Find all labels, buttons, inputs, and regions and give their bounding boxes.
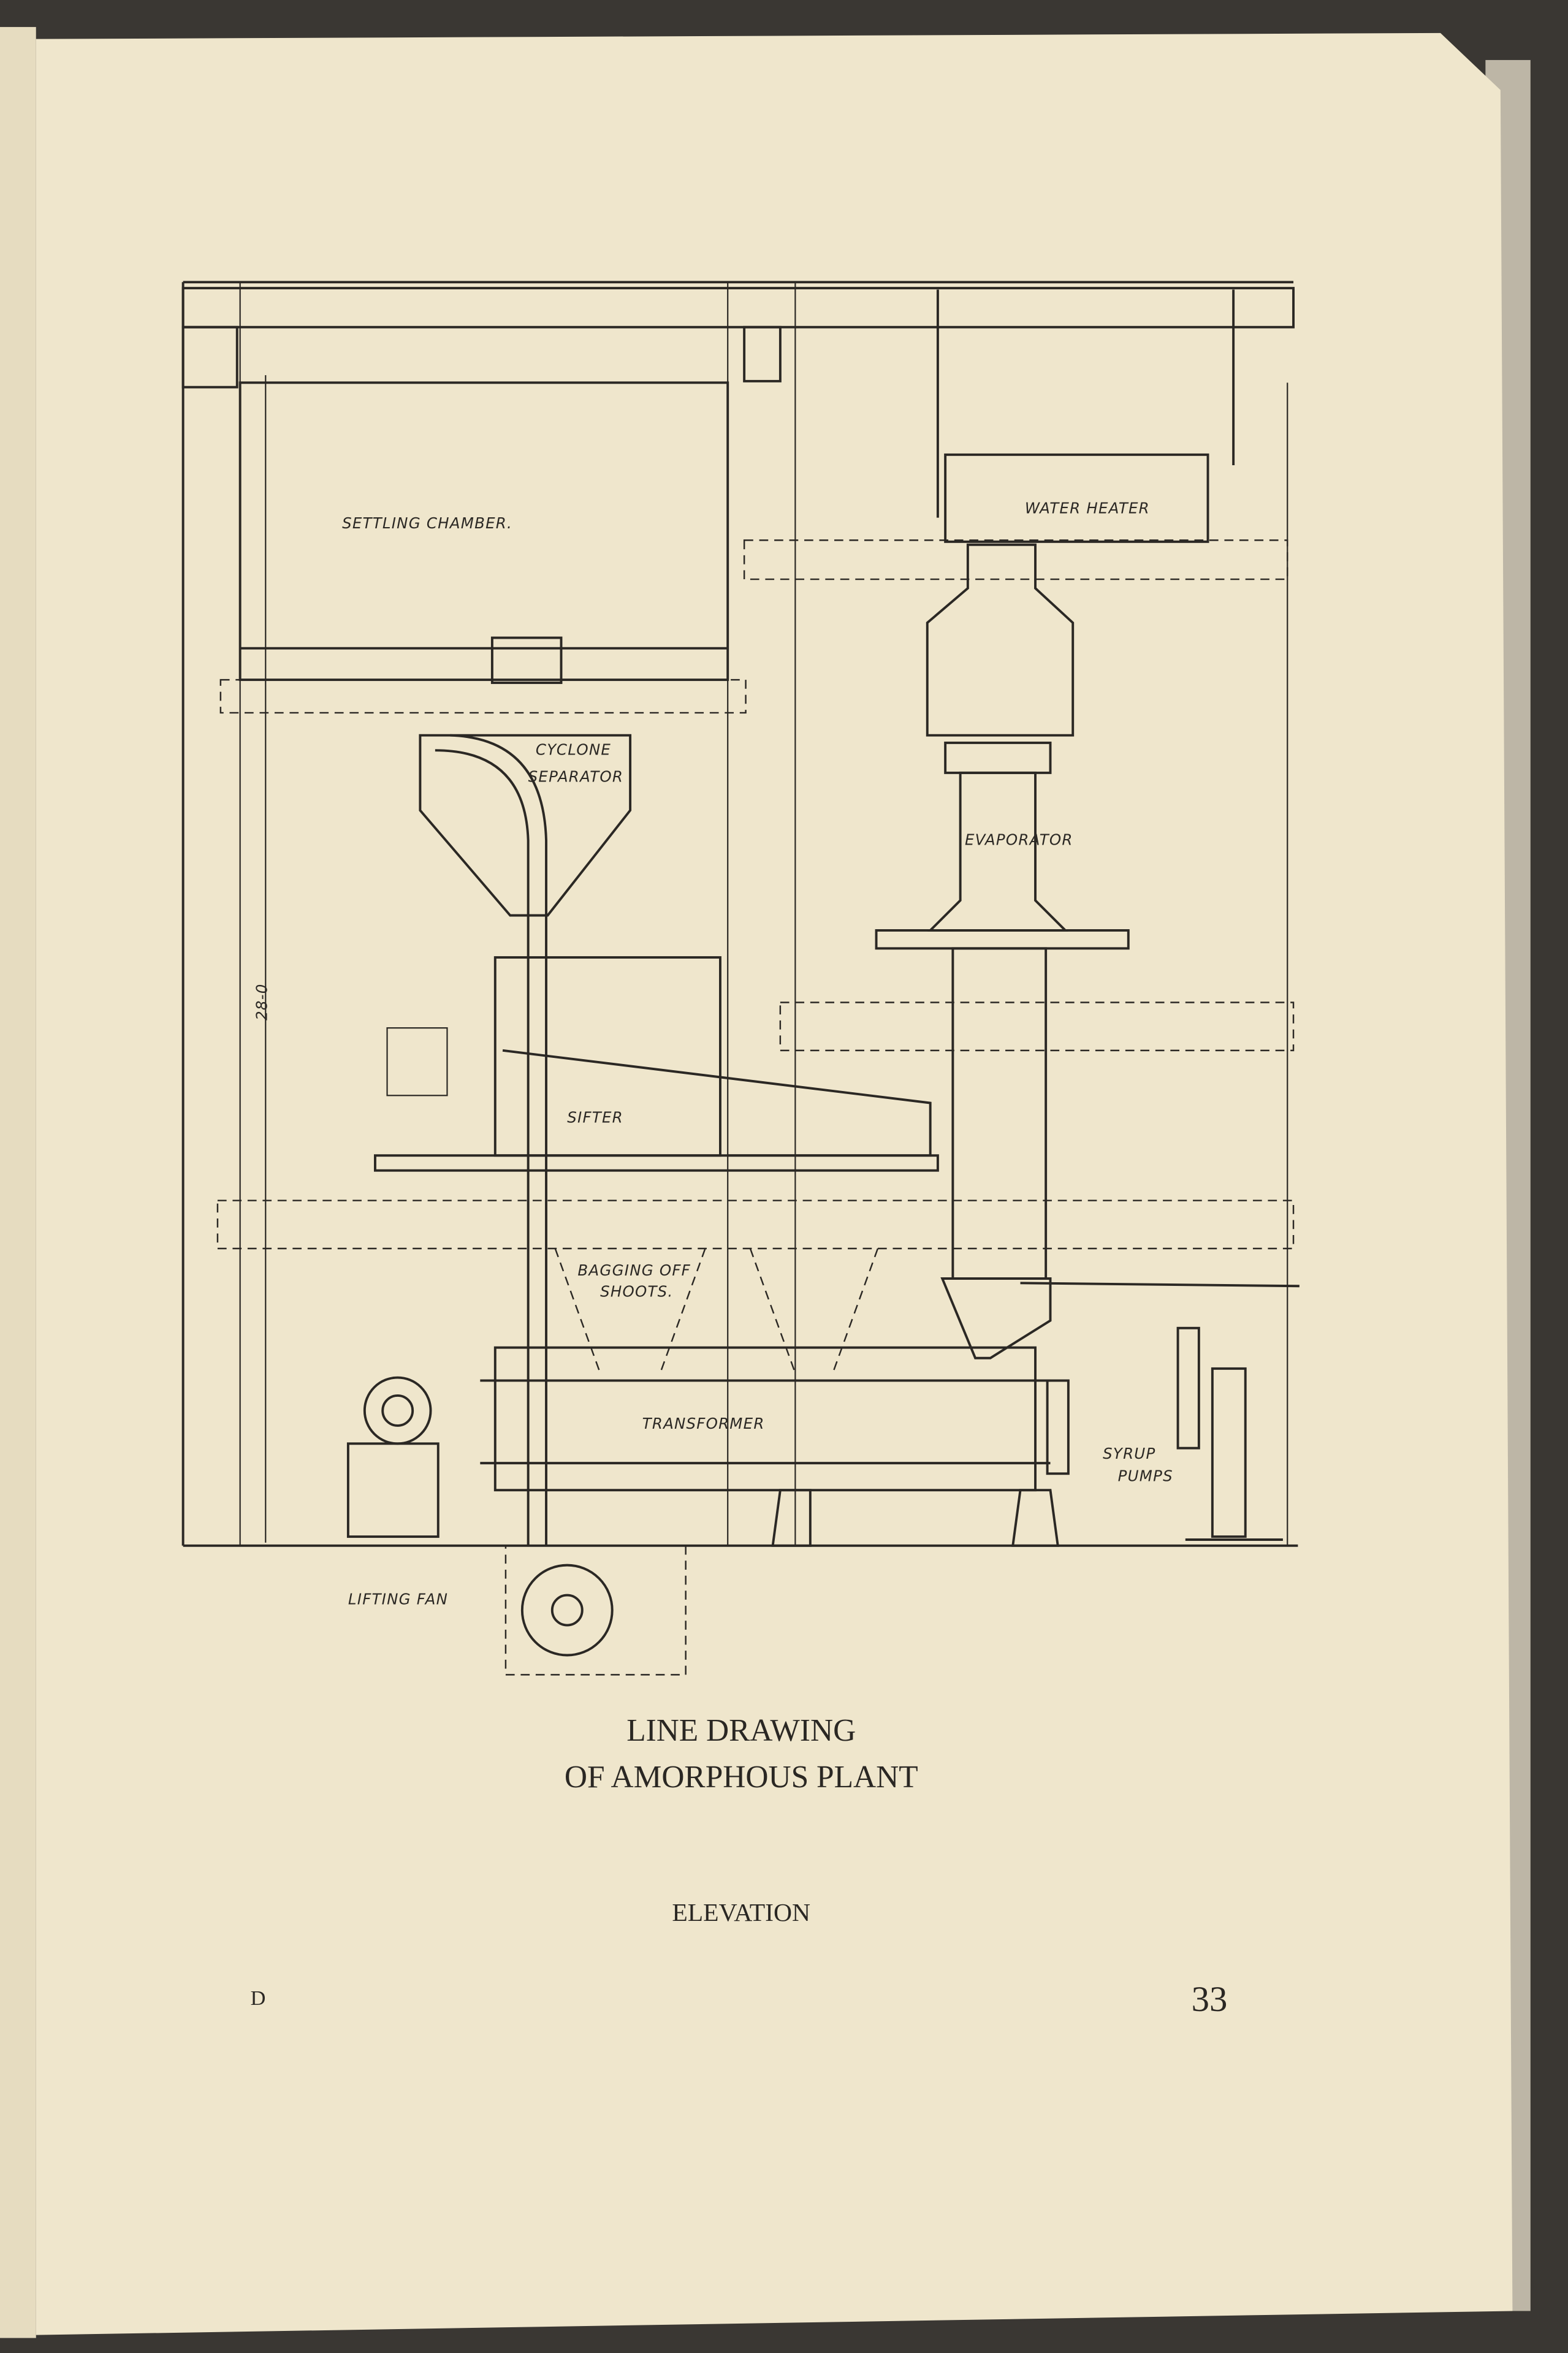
label-evaporator: EVAPORATOR: [965, 831, 1073, 848]
left-page-edge: [0, 27, 36, 2338]
plant-elevation-drawing: SETTLING CHAMBER. WATER HEATER CYCLONE S…: [181, 281, 1300, 1676]
label-separator: SEPARATOR: [528, 768, 623, 786]
label-dimension: 28-0: [253, 983, 271, 1020]
subcaption-elevation: ELEVATION: [672, 1899, 810, 1927]
label-pumps: PUMPS: [1118, 1467, 1173, 1485]
label-water-heater: WATER HEATER: [1025, 499, 1150, 517]
label-shoots: SHOOTS.: [600, 1282, 673, 1300]
label-lifting-fan: LIFTING FAN: [348, 1590, 448, 1608]
label-cyclone: CYCLONE: [536, 741, 611, 759]
caption-line-2: OF AMORPHOUS PLANT: [565, 1760, 918, 1795]
page-number: 33: [1192, 1979, 1228, 2019]
label-settling-chamber: SETTLING CHAMBER.: [342, 514, 512, 532]
caption-line-1: LINE DRAWING: [626, 1713, 856, 1748]
label-sifter: SIFTER: [567, 1108, 623, 1126]
signature-mark: D: [251, 1986, 266, 2010]
label-transformer: TRANSFORMER: [642, 1415, 765, 1432]
page: [36, 32, 1513, 2335]
label-bagging-off: BAGGING OFF: [577, 1261, 691, 1279]
label-syrup: SYRUP: [1103, 1445, 1155, 1462]
